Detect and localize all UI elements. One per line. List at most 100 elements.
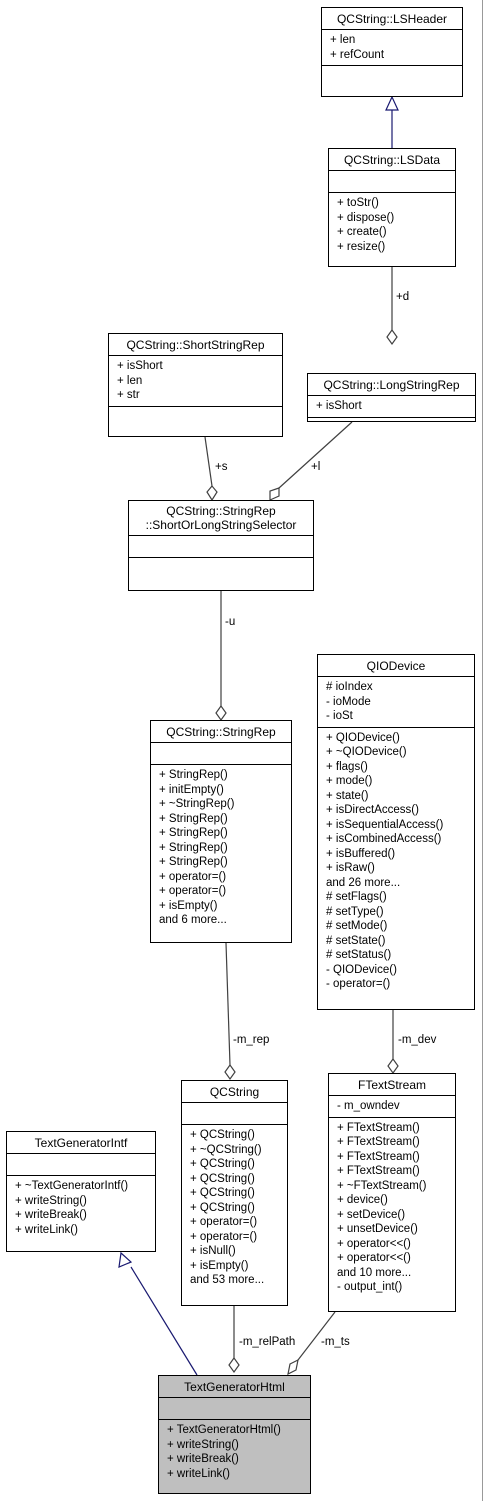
method: + isBuffered() [326,847,396,860]
attribute: + str [117,389,140,401]
method: + QCString() [190,1201,255,1214]
method: # setState() [326,934,386,947]
attributes-section [329,170,455,192]
edge-label-s: +s [215,461,228,473]
method: + StringRep() [159,769,228,781]
method: + operator<<() [337,1237,411,1250]
method: + FTextStream() [337,1150,420,1163]
method: + isEmpty() [159,899,218,912]
class-box-qiodevice[interactable]: QIODevice # ioIndex - ioMode - ioSt + QI… [317,654,475,1010]
class-box-lsdata[interactable]: QCString::LSData + toStr() + dispose() +… [328,148,456,267]
attributes-section [182,1102,287,1124]
inheritance-edge-textgeneratorhtml [130,1266,198,1376]
assoc-diamond-l [269,487,280,501]
method: and 26 more... [326,876,401,889]
method: + writeString() [167,1438,239,1451]
method: + setDevice() [337,1208,406,1221]
attribute: + len [330,34,356,46]
method: + StringRep() [159,827,228,839]
methods-section [109,405,282,428]
method: + isNull() [190,1245,236,1257]
attributes-section: + len + refCount [322,29,462,65]
attributes-section [159,1397,310,1419]
method: + FTextStream() [337,1165,420,1177]
class-box-shortorlongstringselector[interactable]: QCString::StringRep ::ShortOrLongStringS… [128,500,314,591]
attribute: + isShort [316,400,362,412]
method: - QIODevice() [326,963,397,976]
attribute: + len [117,374,143,387]
method: + ~QIODevice() [326,746,407,758]
class-box-qcstring[interactable]: QCString + QCString() + ~QCString() + QC… [181,1080,288,1306]
edge-label-m-dev: -m_dev [398,1034,437,1046]
edge-label-d: +d [396,291,410,303]
methods-section: + ~TextGeneratorIntf() + writeString() +… [7,1175,155,1240]
method: + TextGeneratorHtml() [167,1424,281,1436]
attribute: + isShort [117,360,163,372]
methods-section: + QCString() + ~QCString() + QCString() … [182,1124,287,1291]
method: + StringRep() [159,812,228,825]
class-box-stringrep[interactable]: QCString::StringRep + StringRep() + init… [150,720,292,943]
method: + isSequentialAccess() [326,818,444,831]
method: + flags() [326,760,368,773]
assoc-diamond-m-relpath [228,1356,240,1374]
attributes-section [151,742,291,764]
edge-label-m-ts: -m_ts [321,1336,350,1348]
class-box-textgeneratorhtml[interactable]: TextGeneratorHtml + TextGeneratorHtml() … [158,1375,311,1494]
method: + isDirectAccess() [326,804,419,816]
method: + QCString() [190,1129,255,1141]
assoc-edge-m-ts [297,1311,336,1361]
method: and 53 more... [190,1274,265,1286]
method: + ~TextGeneratorIntf() [15,1180,129,1192]
method: + QCString() [190,1172,255,1185]
method: + ~FTextStream() [337,1179,427,1192]
class-name-line1: QCString::StringRep [166,504,276,518]
methods-section: + toStr() + dispose() + create() + resiz… [329,192,455,257]
method: + QIODevice() [326,731,400,744]
method: + operator=() [190,1230,258,1243]
edge-label-m-rep: -m_rep [233,1034,270,1046]
method: # setType() [326,905,384,918]
method: + dispose() [337,211,395,224]
methods-section: + TextGeneratorHtml() + writeString() + … [159,1419,310,1484]
class-name: QCString::LSData [343,153,441,167]
method: + FTextStream() [337,1121,420,1134]
assoc-edge-s [204,436,213,487]
method: + operator=() [159,885,227,897]
method: + writeBreak() [15,1209,87,1221]
edge-label-l: +l [311,461,321,473]
method: + device() [337,1194,388,1206]
class-box-lsheader[interactable]: QCString::LSHeader + len + refCount [321,7,463,97]
class-box-shortstringrep[interactable]: QCString::ShortStringRep + isShort + len… [108,333,283,437]
method: + StringRep() [159,856,228,868]
class-name: QCString::LongStringRep [323,378,460,392]
class-box-ftextstream[interactable]: FTextStream - m_owndev + FTextStream() +… [328,1073,456,1312]
method: + isCombinedAccess() [326,833,442,845]
method: + FTextStream() [337,1136,420,1148]
class-name: QCString::StringRep ::ShortOrLongStringS… [129,501,313,535]
method: and 10 more... [337,1266,412,1279]
method: + initEmpty() [159,783,224,796]
assoc-diamond-u [215,704,227,722]
methods-section: + FTextStream() + FTextStream() + FTextS… [329,1116,455,1298]
assoc-diamond-m-dev [387,1057,399,1075]
method: + writeBreak() [167,1453,239,1465]
inheritance-arrow-textgeneratorintf [118,1251,133,1268]
assoc-diamond-s [206,485,218,502]
class-name: QCString::ShortStringRep [126,338,265,352]
method: and 6 more... [159,914,227,926]
method: # setFlags() [326,891,387,903]
edge-label-m-relpath: -m_relPath [239,1336,296,1348]
method: + QCString() [190,1187,255,1199]
methods-section: + QIODevice() + ~QIODevice() + flags() +… [318,726,474,995]
class-box-textgeneratorintf[interactable]: TextGeneratorIntf + ~TextGeneratorIntf()… [6,1131,156,1252]
attributes-section: + isShort + len + str [109,355,282,406]
class-name: TextGeneratorHtml [184,1380,285,1394]
class-box-longstringrep[interactable]: QCString::LongStringRep + isShort [307,373,476,422]
class-name: QCString::LSHeader [336,12,448,26]
attributes-section: + isShort [308,395,475,417]
edge-label-u: -u [225,616,236,628]
method: # setStatus() [326,949,392,961]
method: # setMode() [326,920,388,932]
class-name: QCString [209,1085,260,1099]
